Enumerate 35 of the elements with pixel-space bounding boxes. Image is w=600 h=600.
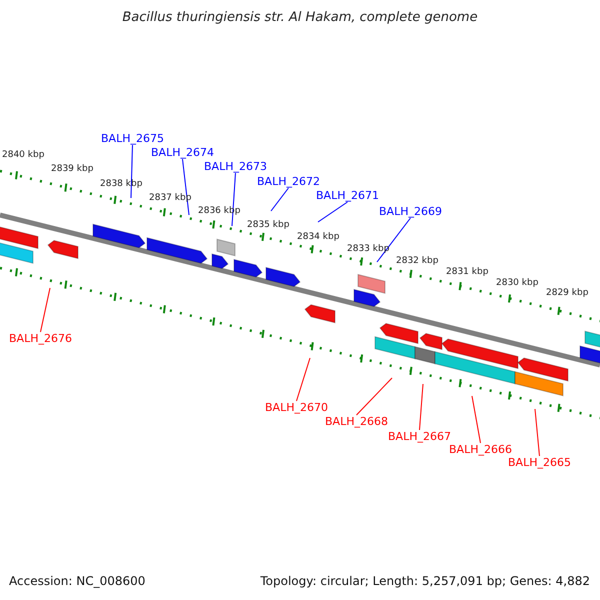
leader-line [418,384,424,430]
scale-label: 2831 kbp [446,268,488,277]
leader-line [182,158,190,216]
leader-line [270,188,289,212]
gene-label: BALH_2672 [257,176,320,187]
scale-label: 2839 kbp [51,165,94,174]
leader-line [356,378,392,416]
leader-line [130,144,133,198]
gene-label: BALH_2669 [379,206,442,217]
gene-label: BALH_2667 [388,431,451,442]
scale-label: 2835 kbp [247,221,290,230]
scale-label: 2830 kbp [496,279,538,288]
title: Bacillus thuringiensis str. Al Hakam, complete genome [121,11,479,24]
scale-label: 2840 kbp [2,151,44,160]
scale-label: 2832 kbp [396,257,438,266]
leader-line [40,288,50,332]
leader-line [472,396,481,444]
scale-label: 2829 kbp [546,289,588,298]
gene-label: BALH_2670 [265,402,328,413]
gene-label: BALH_2665 [508,457,571,468]
gene-label: BALH_2666 [449,444,512,455]
leader-line [318,202,348,222]
gene-label: BALH_2675 [101,133,164,144]
leader-line [376,218,411,262]
gene-label: BALH_2674 [151,147,214,158]
gene-label: BALH_2673 [204,161,267,172]
accession-text: Accession: NC_008600 [9,575,146,587]
leader-line [534,408,540,456]
scale-label: 2834 kbp [297,233,340,242]
leader-line [232,172,236,226]
gene-label: BALH_2668 [325,416,388,427]
gene-label: BALH_2676 [9,333,72,344]
leader-line [296,358,310,402]
genome-info-text: Topology: circular; Length: 5,257,091 bp; Genes: 4,882 [260,575,590,587]
gene-label: BALH_2671 [316,190,379,201]
